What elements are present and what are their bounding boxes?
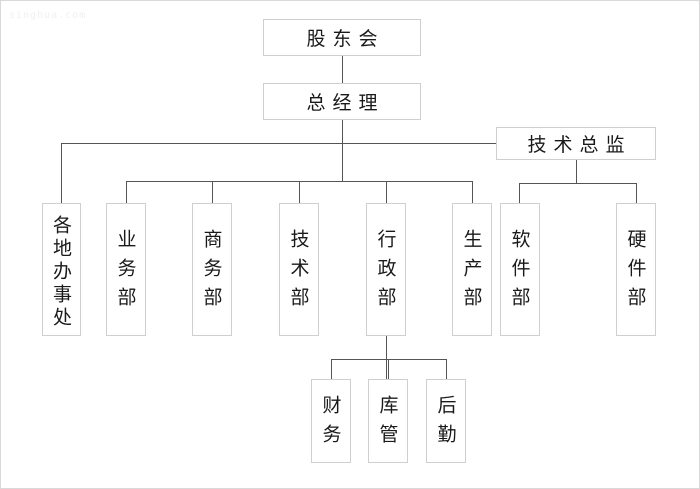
- node-logistics-label: 后勤: [434, 395, 457, 453]
- connector-to-finance: [331, 359, 332, 379]
- node-technical-director[interactable]: 技术总监: [496, 127, 656, 160]
- connector-gm-wide-bar: [61, 143, 496, 144]
- node-finance[interactable]: 财务: [311, 379, 351, 463]
- connector-to-warehouse: [388, 359, 389, 379]
- connector-admin-trunk: [386, 335, 387, 379]
- connector-to-logistics: [446, 359, 447, 379]
- node-hardware-dept[interactable]: 硬件部: [616, 203, 656, 336]
- node-technical-dept[interactable]: 技术部: [279, 203, 319, 336]
- connector-to-regional-offices: [61, 143, 62, 203]
- node-shareholders[interactable]: 股东会: [263, 19, 421, 56]
- watermark-text: singhua.com: [9, 10, 87, 21]
- node-finance-label: 财务: [319, 395, 342, 453]
- connector-to-hardware-dept: [636, 183, 637, 203]
- connector-to-production-dept: [472, 181, 473, 203]
- node-warehouse[interactable]: 库管: [368, 379, 408, 463]
- connector-gm-trunk: [342, 119, 343, 182]
- node-technical-dept-label: 技术部: [287, 229, 310, 316]
- node-production-dept-label: 生产部: [460, 229, 483, 316]
- connector-to-administration-dept: [386, 181, 387, 203]
- node-regional-offices-label: 各地办事处: [50, 215, 72, 330]
- node-technical-director-label: 技术总监: [527, 134, 632, 156]
- node-warehouse-label: 库管: [376, 395, 399, 453]
- node-logistics[interactable]: 后勤: [426, 379, 466, 463]
- node-commerce-dept-label: 商务部: [200, 229, 223, 316]
- node-administration-dept-label: 行政部: [374, 229, 397, 316]
- node-general-manager-label: 总经理: [306, 92, 385, 114]
- connector-to-business-dept: [126, 181, 127, 203]
- connector-shareholders-to-gm: [342, 56, 343, 83]
- node-administration-dept[interactable]: 行政部: [366, 203, 406, 336]
- node-business-dept-label: 业务部: [114, 229, 137, 316]
- node-regional-offices[interactable]: 各地办事处: [42, 203, 81, 336]
- node-production-dept[interactable]: 生产部: [452, 203, 492, 336]
- connector-techdir-trunk: [576, 159, 577, 183]
- connector-to-commerce-dept: [212, 181, 213, 203]
- node-business-dept[interactable]: 业务部: [106, 203, 146, 336]
- node-hardware-dept-label: 硬件部: [624, 229, 647, 316]
- connector-techdir-branch-bar: [519, 183, 637, 184]
- connector-to-technical-dept: [299, 181, 300, 203]
- node-software-dept-label: 软件部: [508, 229, 531, 316]
- node-shareholders-label: 股东会: [306, 28, 385, 50]
- node-general-manager[interactable]: 总经理: [263, 83, 421, 120]
- node-software-dept[interactable]: 软件部: [500, 203, 540, 336]
- node-commerce-dept[interactable]: 商务部: [192, 203, 232, 336]
- connector-to-software-dept: [519, 183, 520, 203]
